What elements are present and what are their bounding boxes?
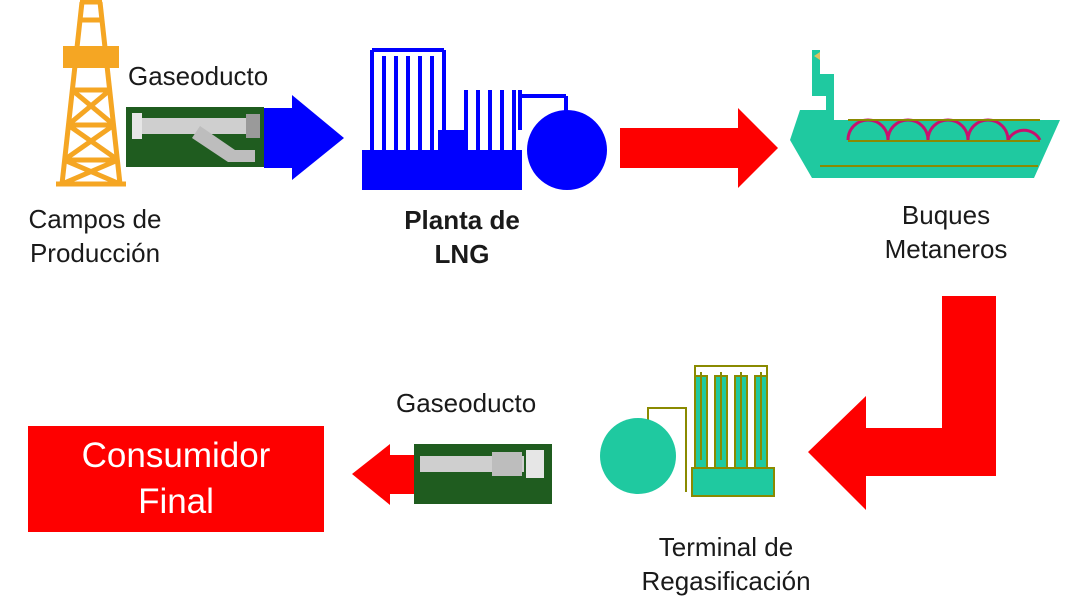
consumer-label-line1: Consumidor — [81, 436, 271, 475]
pipeline-icon — [126, 107, 264, 167]
oil-derrick-icon — [56, 0, 126, 187]
terminal-label: Terminal de Regasificación — [620, 530, 832, 598]
plant-label-line1: Planta de — [404, 205, 520, 235]
consumer-box: Consumidor Final — [28, 426, 324, 532]
lng-ship-icon — [790, 50, 1060, 178]
ships-label-line2: Metaneros — [884, 234, 1008, 264]
consumer-label-line2: Final — [138, 482, 214, 521]
regasification-terminal-icon — [600, 365, 775, 497]
blue-flow-arrow — [264, 95, 344, 180]
ships-label: Buques Metaneros — [860, 198, 1032, 266]
production-label-line2: Producción — [29, 238, 161, 268]
red-flow-arrow-top — [620, 108, 778, 188]
ships-label-line1: Buques — [901, 200, 991, 230]
pipeline-label-top: Gaseoducto — [128, 61, 269, 91]
pipeline-label-bottom: Gaseoducto — [396, 388, 537, 418]
terminal-label-line1: Terminal de — [658, 532, 794, 562]
red-flow-arrow-corner — [808, 296, 996, 510]
production-label: Campos de Producción — [14, 202, 176, 270]
terminal-label-line2: Regasificación — [641, 566, 811, 596]
plant-label-line2: LNG — [434, 239, 490, 269]
plant-label: Planta de LNG — [380, 203, 544, 271]
red-flow-arrow-bottom — [352, 444, 414, 505]
lng-plant-icon — [362, 48, 607, 190]
production-label-line1: Campos de — [28, 204, 162, 234]
pipeline-icon — [414, 444, 552, 504]
